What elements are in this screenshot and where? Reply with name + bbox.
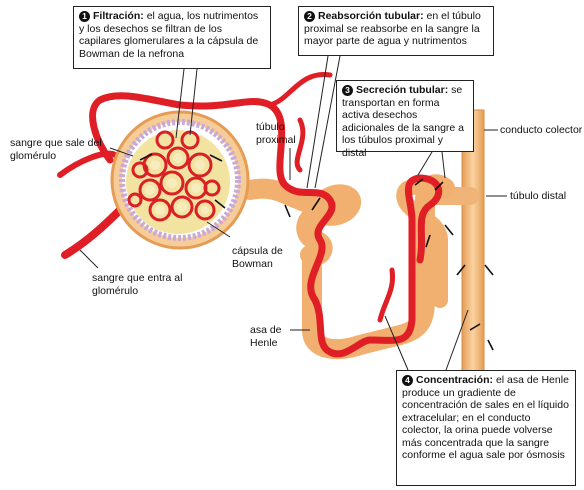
callout-title: Secreción tubular: — [356, 84, 448, 96]
callout-title: Concentración: — [416, 374, 493, 386]
callout-body: el asa de Henle produce un gradiente de … — [402, 374, 569, 461]
step-number-badge: 3 — [342, 85, 353, 96]
label-conducto-colector: conducto colector — [500, 124, 584, 137]
label-sangre-entra: sangre que entra al glomérulo — [92, 272, 192, 297]
step-number-badge: 4 — [402, 375, 413, 386]
label-tubulo-proximal: túbulo proximal — [256, 121, 316, 146]
label-capsula-bowman: cápsula de Bowman — [232, 245, 294, 270]
label-tubulo-distal: túbulo distal — [510, 190, 580, 203]
callout-title: Reabsorción tubular: — [318, 10, 424, 22]
label-asa-henle: asa de Henle — [250, 324, 290, 349]
label-sangre-sale: sangre que sale del glomérulo — [10, 137, 106, 162]
bowman-capsule — [112, 112, 248, 248]
step-number-badge: 2 — [304, 11, 315, 22]
callout-title: Filtración: — [93, 10, 144, 22]
step-number-badge: 1 — [79, 11, 90, 22]
